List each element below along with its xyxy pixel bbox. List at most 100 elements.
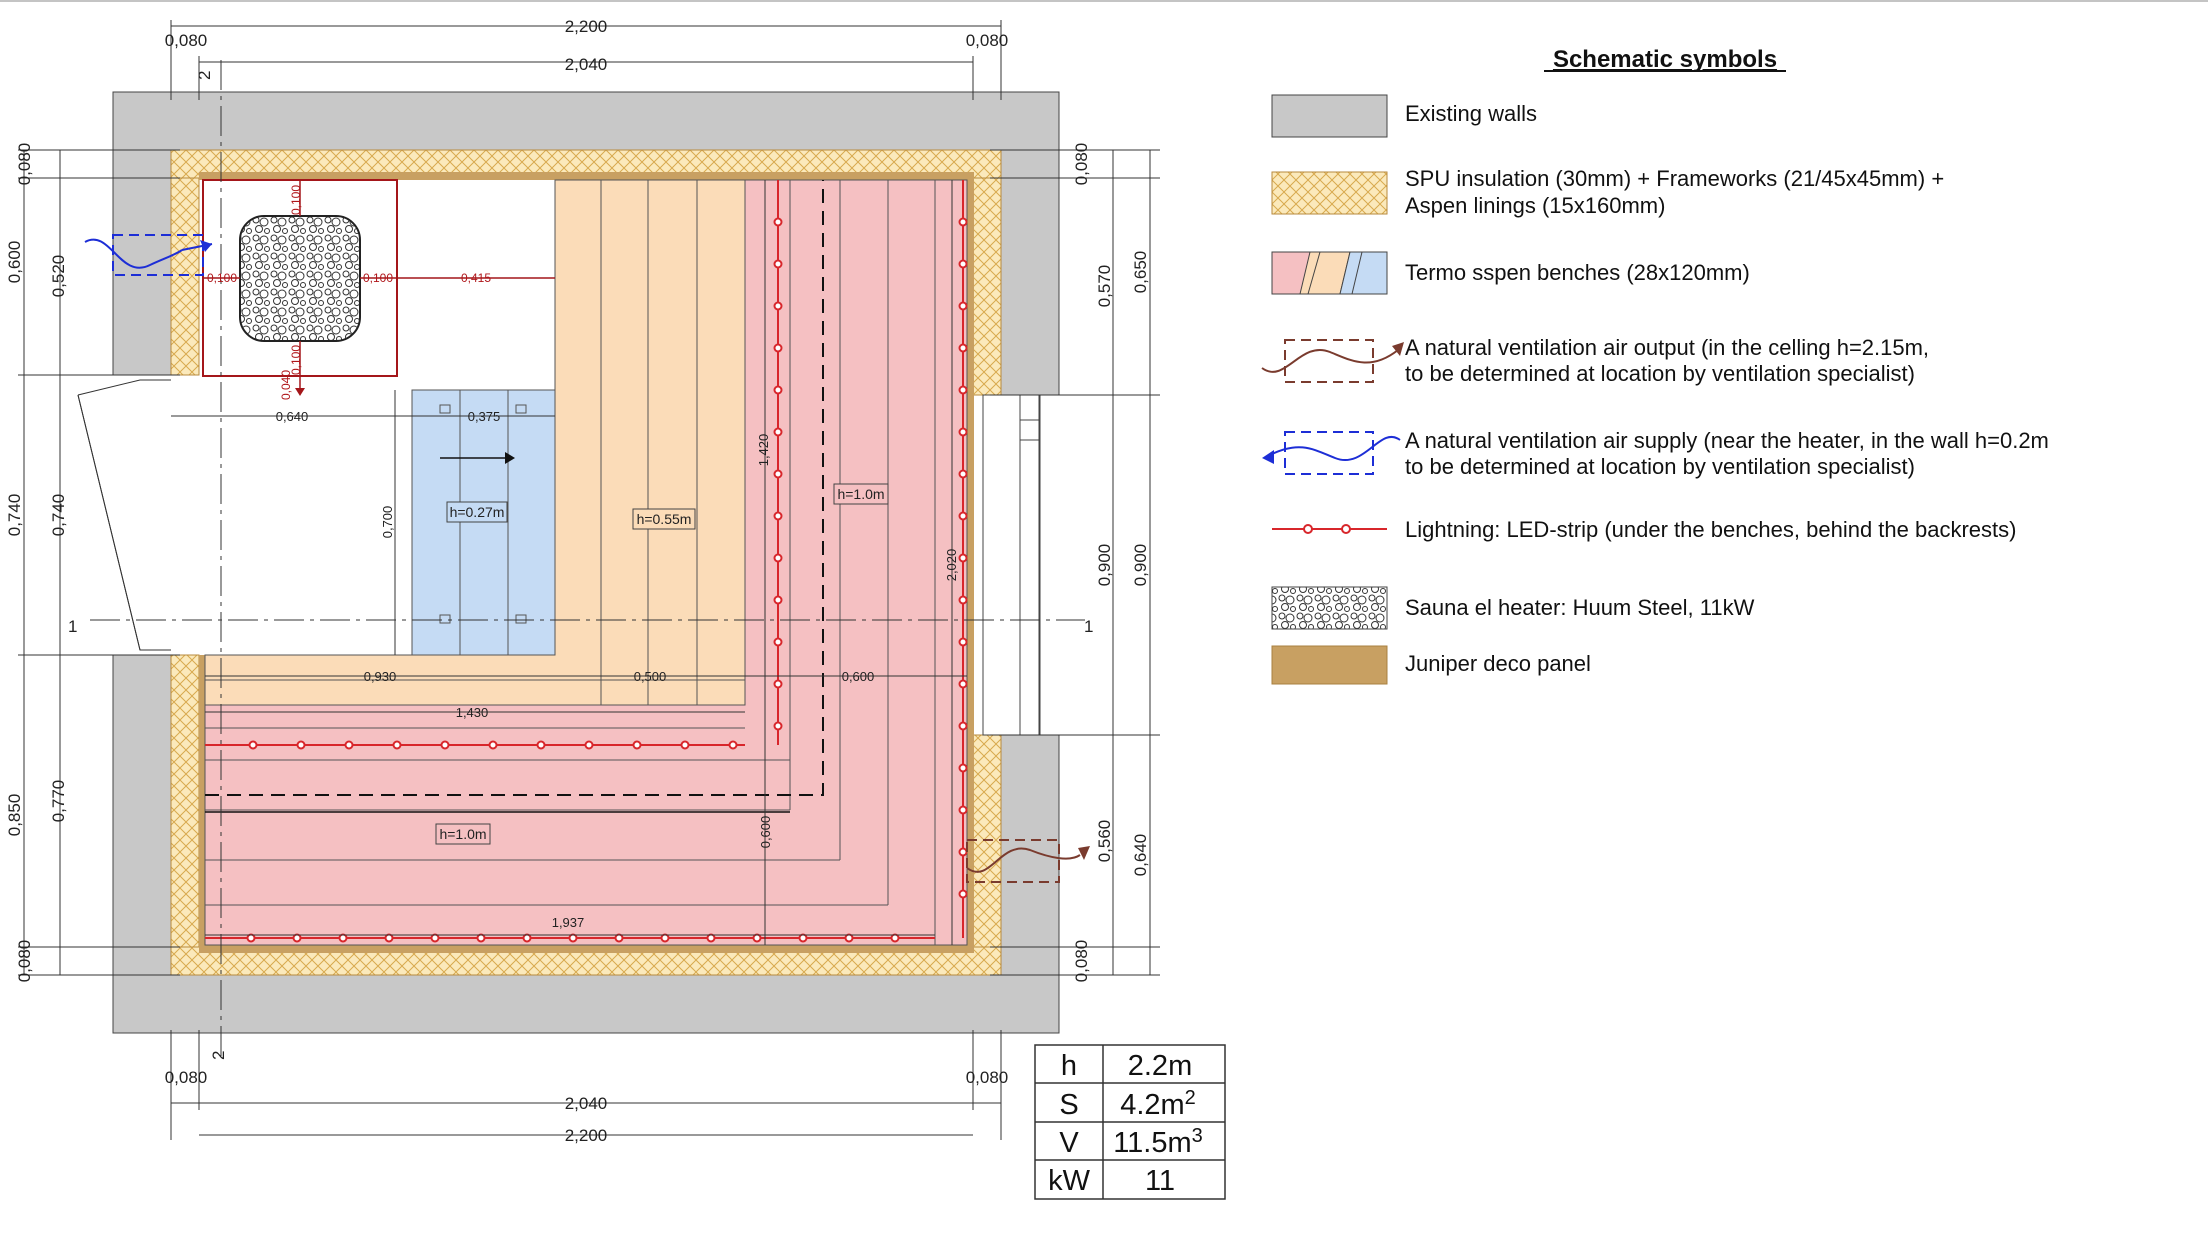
led-node: [706, 933, 716, 943]
heater-dim-to-bench: 0,415: [461, 271, 491, 285]
svg-text:0,900: 0,900: [1131, 544, 1150, 587]
heater-dim-gap: 0,040: [279, 370, 293, 400]
dimension-lines: [18, 20, 1160, 1140]
spec-value-kw: 11: [1145, 1165, 1175, 1197]
vent-supply-legend-icon: [1262, 431, 1401, 475]
legend-label-walls: Existing walls: [1405, 101, 1537, 126]
legend-labels: Existing walls SPU insulation (30mm) + F…: [1405, 101, 2049, 676]
bench-height-top-bottom: h=1.0m: [439, 826, 486, 842]
section-mark-1-left: 1: [68, 617, 77, 636]
led-node: [248, 740, 258, 750]
juniper-swatch: [1271, 645, 1388, 685]
svg-text:0,080: 0,080: [15, 940, 34, 983]
dim-row-500: 0,500: [634, 669, 667, 684]
spu-insulation-swatch: [1271, 171, 1388, 215]
legend-swatches: [1261, 94, 1404, 685]
vent-supply-icon: [84, 234, 213, 276]
svg-text:0,640: 0,640: [1131, 834, 1150, 877]
led-node: [958, 511, 968, 521]
spec-label-s: S: [1059, 1089, 1078, 1121]
led-node: [296, 740, 306, 750]
legend-label-benches: Termo sspen benches (28x120mm): [1405, 260, 1750, 285]
led-node: [522, 933, 532, 943]
legend-label-juniper: Juniper deco panel: [1405, 651, 1591, 676]
svg-text:0,570: 0,570: [1095, 265, 1114, 308]
section-mark-2-top: 2: [195, 71, 214, 80]
dim-top-wall-right: 0,080: [966, 31, 1009, 50]
led-node: [476, 933, 486, 943]
spec-label-kw: kW: [1048, 1165, 1091, 1197]
legend-label-insulation-1: SPU insulation (30mm) + Frameworks (21/4…: [1405, 166, 1944, 191]
led-node: [958, 679, 968, 689]
legend-label-vent-output-1: A natural ventilation air output (in the…: [1405, 335, 1929, 360]
dim-bottom-inner: 2,040: [565, 1094, 608, 1113]
legend-title: Schematic symbols: [1553, 46, 1777, 73]
led-node: [773, 385, 783, 395]
led-node: [773, 553, 783, 563]
dims-right-inner: 0,080 0,570 0,900 0,560 0,080: [1072, 143, 1114, 983]
dims-left-outer: 0,080 0,600 0,740 0,850 0,080: [5, 143, 34, 983]
heater-dim-right: 0,100: [363, 271, 393, 285]
led-node: [344, 740, 354, 750]
heater-dim-left: 0,100: [207, 271, 237, 285]
led-node: [958, 427, 968, 437]
juniper-deco-panel: [199, 172, 974, 953]
led-node: [773, 637, 783, 647]
led-node: [773, 427, 783, 437]
heater-dim-top: 0,100: [289, 185, 303, 215]
led-node: [773, 721, 783, 731]
dim-bottom-wall-left: 0,080: [165, 1068, 208, 1087]
svg-text:0,740: 0,740: [49, 494, 68, 537]
led-node: [392, 740, 402, 750]
bench-height-mid: h=0.55m: [637, 511, 692, 527]
legend-label-insulation-2: Aspen linings (15x160mm): [1405, 193, 1665, 218]
specs-table: h S V kW 2.2m 4.2m2 11.5m3 11: [1034, 1044, 1226, 1200]
led-node: [680, 740, 690, 750]
led-node: [890, 933, 900, 943]
led-node: [773, 343, 783, 353]
dim-top-wall-left: 0,080: [165, 31, 208, 50]
svg-text:0,900: 0,900: [1095, 544, 1114, 587]
led-node: [958, 721, 968, 731]
dim-bottom-wall-right: 0,080: [966, 1068, 1009, 1087]
led-node: [958, 889, 968, 899]
led-node: [958, 847, 968, 857]
section-mark-2-bottom: 2: [209, 1051, 228, 1060]
led-node: [958, 763, 968, 773]
led-node: [773, 217, 783, 227]
dim-v-2020: 2,020: [944, 549, 959, 582]
led-node: [958, 301, 968, 311]
spec-value-h: 2.2m: [1128, 1050, 1192, 1082]
dim-row-930: 0,930: [364, 669, 397, 684]
led-node: [958, 217, 968, 227]
led-node: [773, 511, 783, 521]
vent-output-icon: [966, 839, 1090, 883]
led-node: [584, 740, 594, 750]
led-node: [958, 805, 968, 815]
dims-right-outer: 0,650 0,900 0,640: [1131, 251, 1150, 877]
dim-low-bench-width: 0,375: [468, 409, 501, 424]
dim-heater-width: 0,640: [276, 409, 309, 424]
dim-top-inner: 2,040: [565, 55, 608, 74]
dim-top-overall: 2,200: [565, 17, 608, 36]
heater-dim-bottom: 0,100: [289, 345, 303, 375]
section-lines: [90, 60, 1085, 1060]
svg-text:0,770: 0,770: [49, 780, 68, 823]
led-node: [384, 933, 394, 943]
led-node: [773, 595, 783, 605]
led-node: [536, 740, 546, 750]
spec-value-s: 4.2m2: [1120, 1087, 1196, 1121]
legend-label-heater: Sauna el heater: Huum Steel, 11kW: [1405, 595, 1755, 620]
dim-row-1430: 1,430: [456, 705, 489, 720]
led-strip-legend-icon: [1272, 524, 1387, 534]
section-mark-1-right: 1: [1084, 617, 1093, 636]
dim-bottom-overall: 2,200: [565, 1126, 608, 1145]
dim-v-600: 0,600: [758, 816, 773, 849]
upper-bench-outline: [205, 180, 824, 796]
bench-swatch: [1271, 251, 1388, 295]
svg-text:0,080: 0,080: [15, 143, 34, 186]
led-node: [958, 595, 968, 605]
led-node: [773, 469, 783, 479]
led-node: [958, 469, 968, 479]
svg-text:0,080: 0,080: [1072, 143, 1091, 186]
